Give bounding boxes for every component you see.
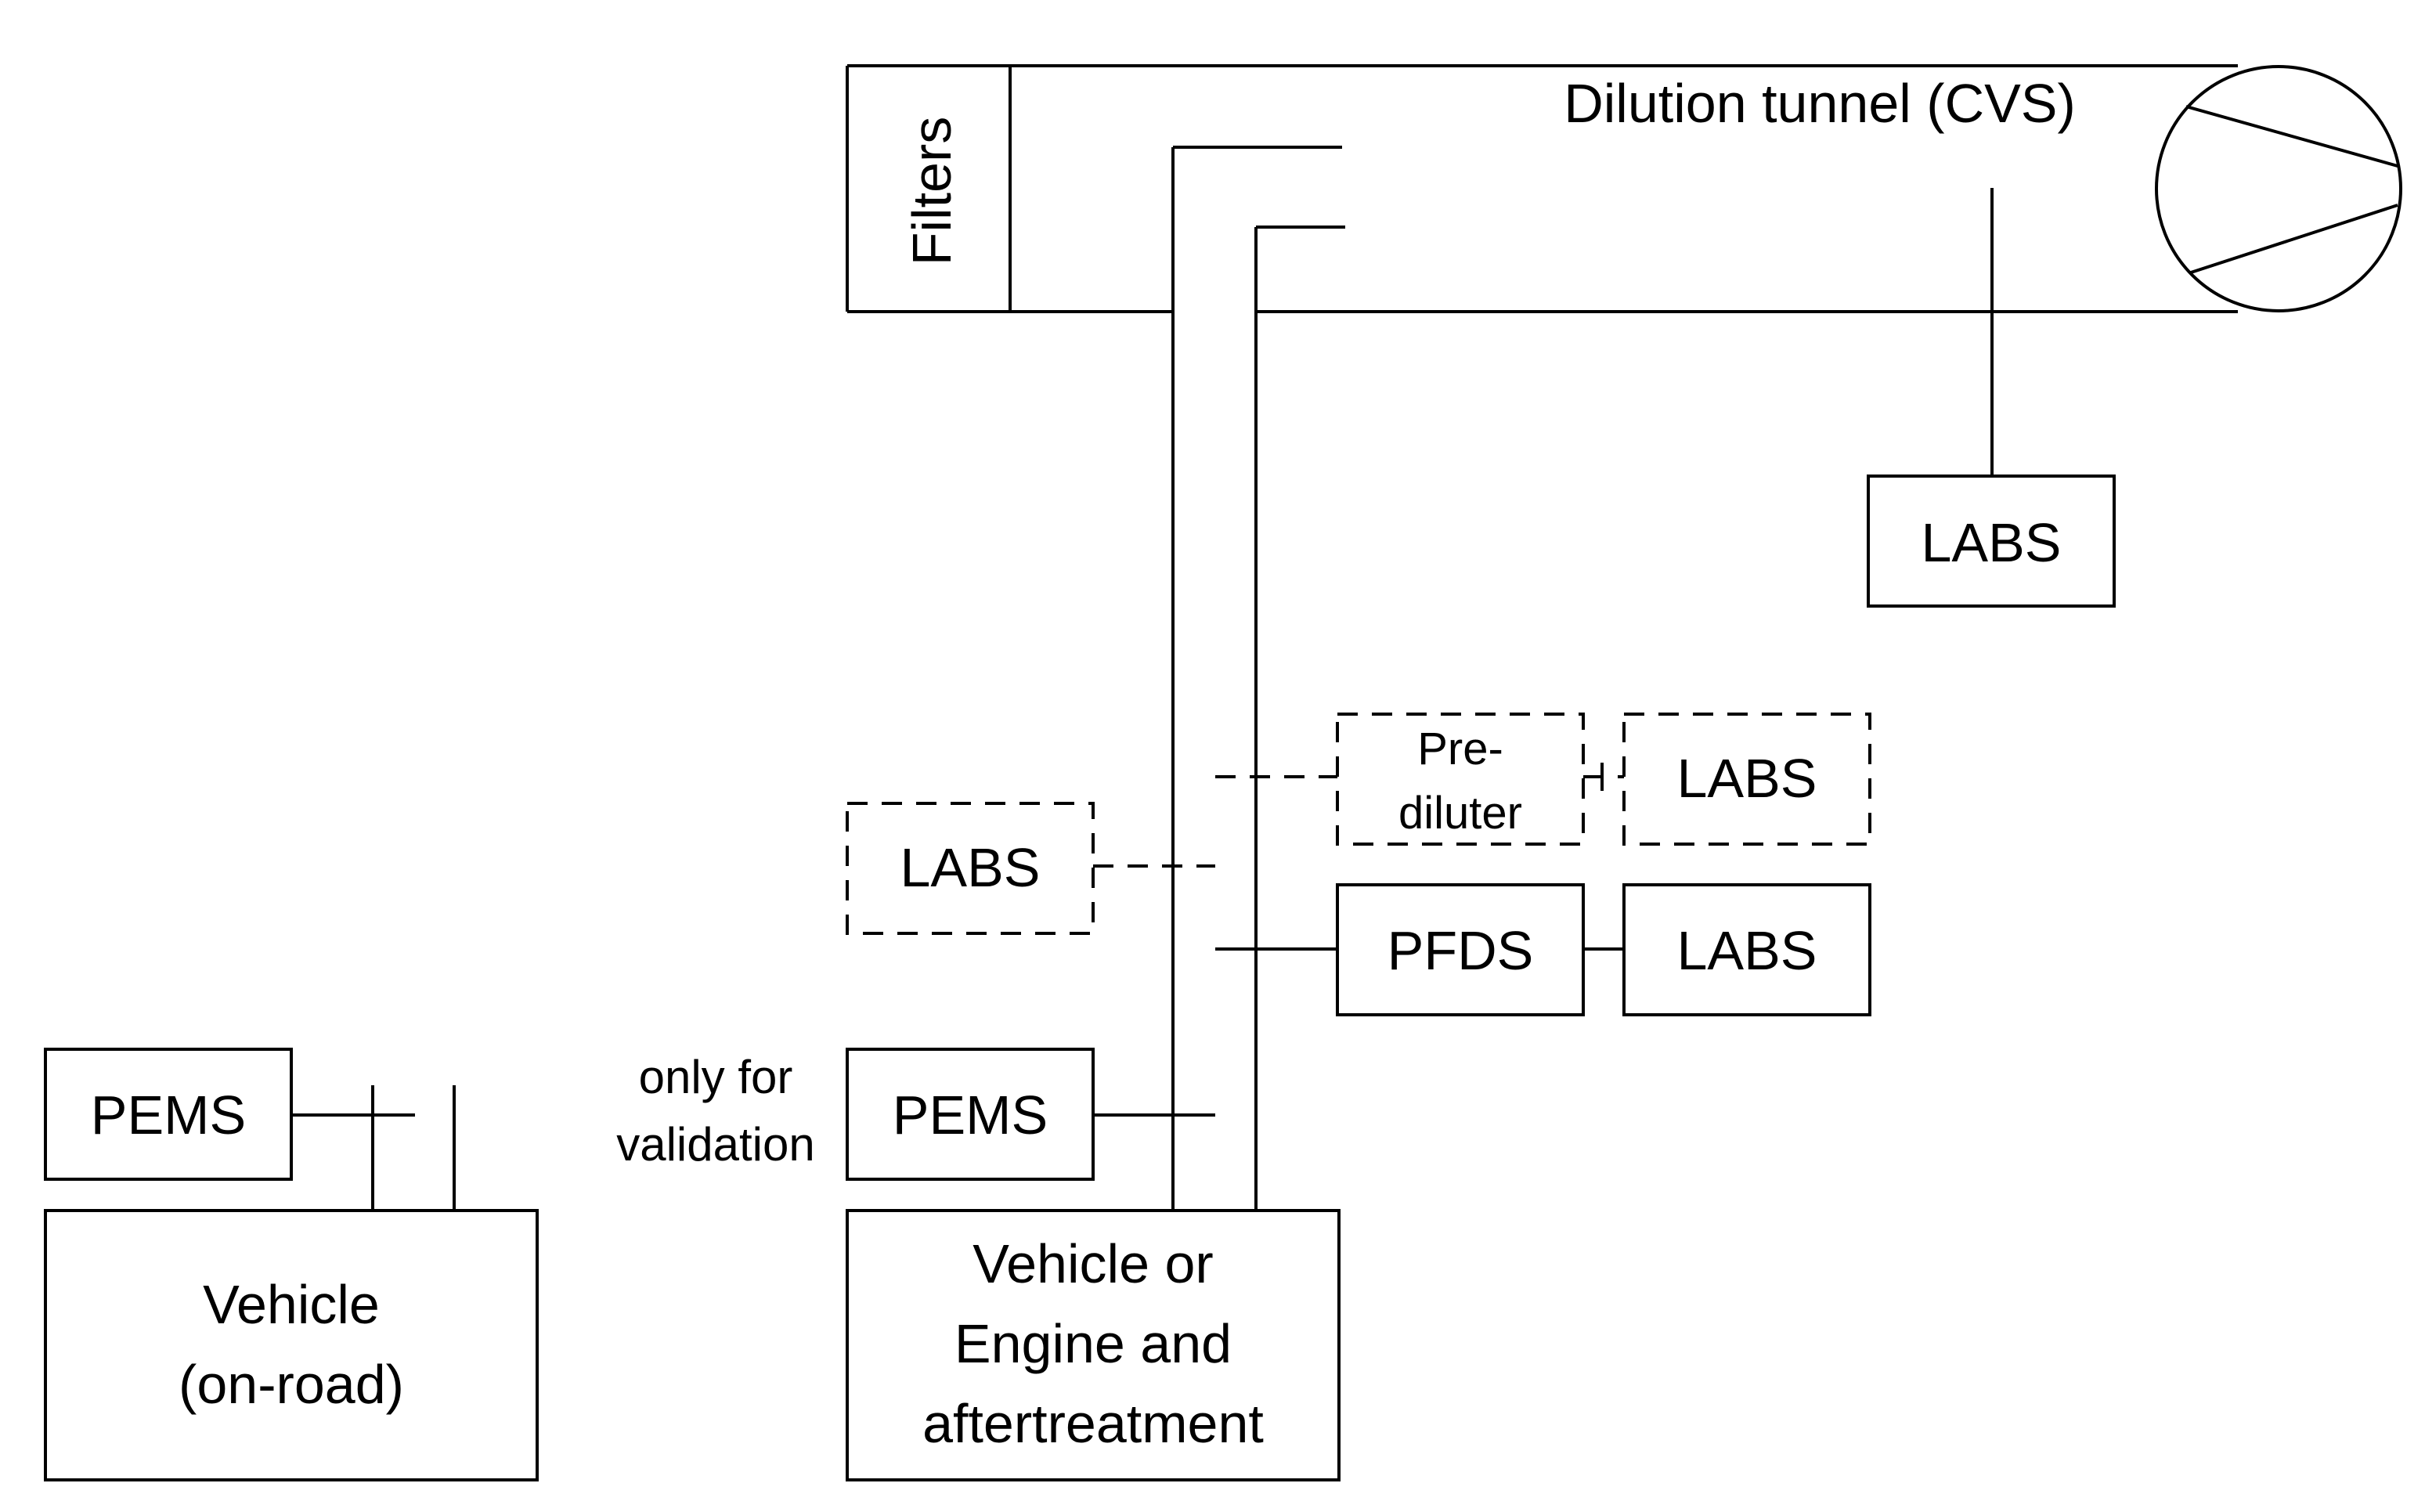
labs-tunnel-box [1867, 475, 2116, 608]
engine-label-line2: Engine and [954, 1313, 1232, 1374]
vehicle-label-line1: Vehicle [203, 1274, 380, 1335]
validation-note-line1: only for [639, 1051, 793, 1103]
engine-label-line1: Vehicle or [973, 1233, 1213, 1294]
labs-pfds-label: LABS [1677, 920, 1817, 981]
vehicle-label-line2: (on-road) [179, 1354, 404, 1415]
prediluter-label-line1: Pre- [1417, 724, 1503, 774]
dilution-tunnel [846, 64, 2238, 313]
pems-onroad-label: PEMS [91, 1084, 246, 1146]
engine-label-line3: aftertreatment [922, 1393, 1264, 1454]
labs-prediluter-label: LABS [1677, 748, 1817, 809]
labs-direct-label: LABS [900, 837, 1041, 898]
tunnel-label: Dilution tunnel (CVS) [1564, 73, 2076, 134]
pems-validation-branch [846, 1048, 1215, 1181]
exhaust-transfer-pipe [1171, 146, 1345, 1211]
onroad-setup [44, 1048, 539, 1481]
prediluter-label-line2: diluter [1398, 788, 1522, 839]
labs-direct-branch [846, 802, 1215, 935]
cvs-blower-icon [2155, 65, 2402, 312]
labs-tunnel-label: LABS [1922, 512, 2062, 573]
engine-box [846, 1209, 1341, 1481]
pfds-label: PFDS [1388, 920, 1534, 981]
filters-label: Filters [901, 117, 962, 266]
pems-lab-label: PEMS [893, 1084, 1048, 1146]
validation-note-line2: validation [616, 1118, 815, 1171]
pfds-branch [1215, 883, 1871, 1016]
